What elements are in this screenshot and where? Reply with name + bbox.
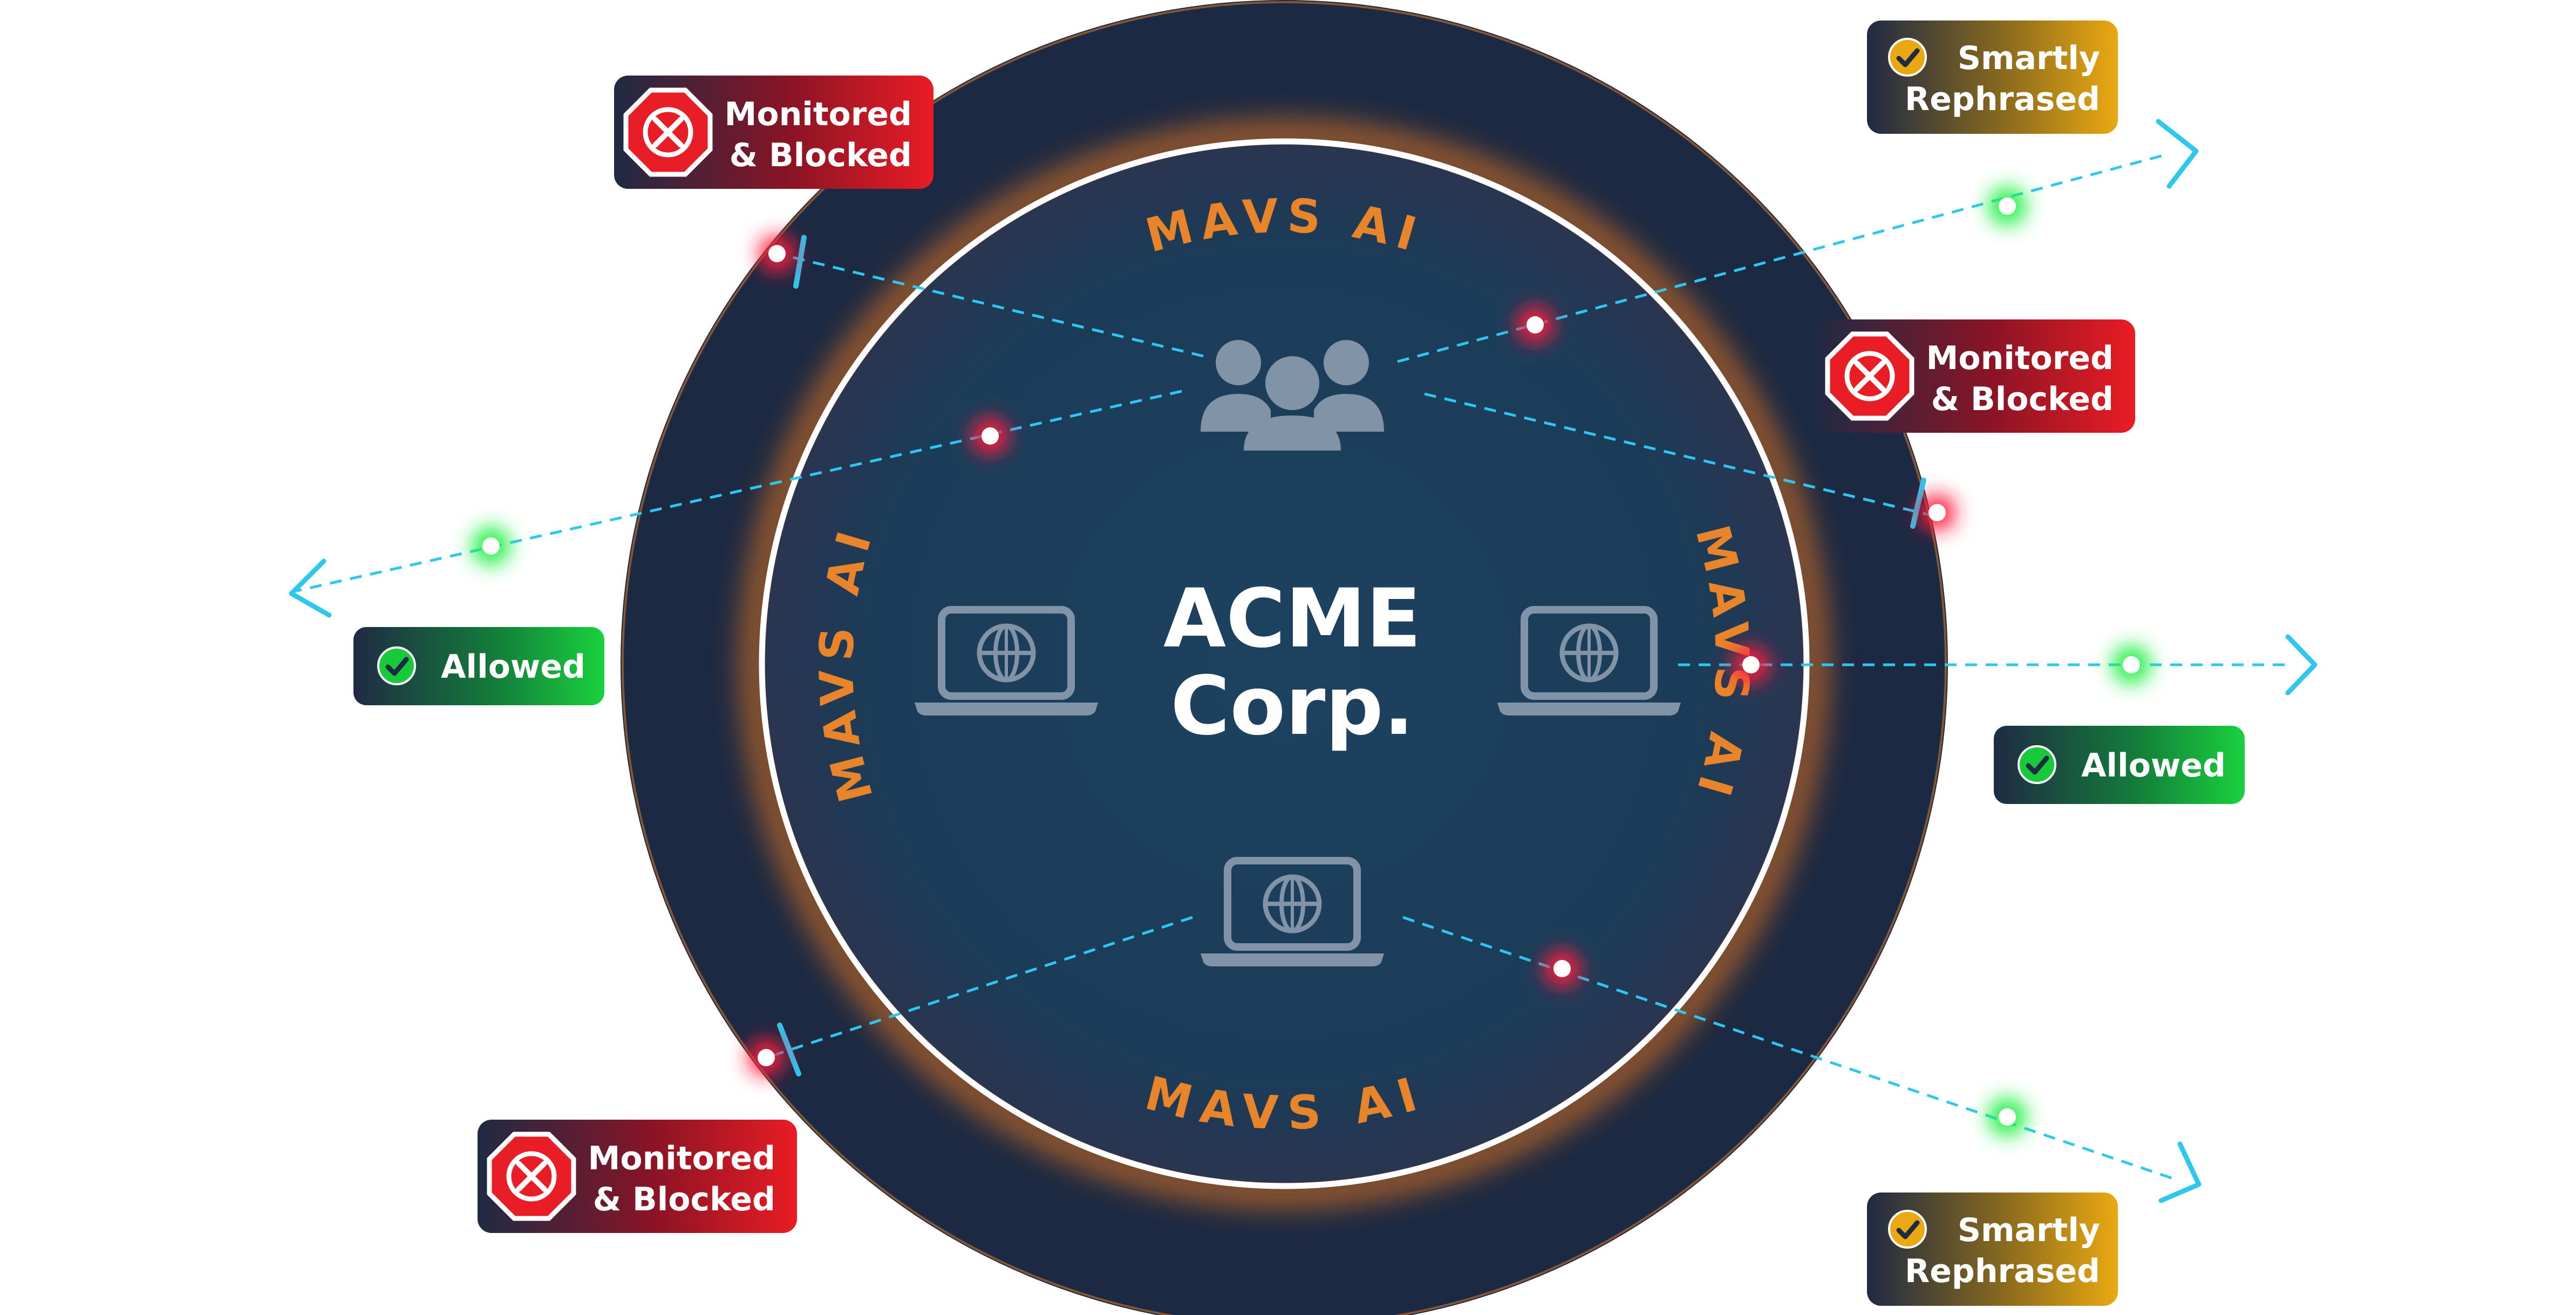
check-circle-icon xyxy=(1888,38,1927,77)
arrow-heads xyxy=(289,119,2318,1203)
flow-line-top-left xyxy=(776,252,1204,358)
check-circle-icon xyxy=(377,646,416,685)
flow-dots xyxy=(472,187,2151,1136)
badge-label-line1: Monitored xyxy=(588,1140,775,1177)
laptop-globe-icon xyxy=(1201,857,1384,966)
laptop-globe-icon xyxy=(1497,606,1681,716)
arrow-head-top-right-icon xyxy=(2156,119,2199,189)
red-dot-left-inner xyxy=(972,418,1008,454)
badge-rephrased-top-right: Smartly Rephrased xyxy=(1867,21,2118,134)
stop-x-icon xyxy=(623,87,713,177)
check-circle-icon xyxy=(2018,745,2056,784)
badge-label-line1: Smartly xyxy=(1958,39,2100,77)
green-dot-right xyxy=(2112,645,2151,684)
arrow-head-right-icon xyxy=(2285,634,2318,696)
red-dot-right-inner xyxy=(1733,646,1769,683)
arrow-head-left-icon xyxy=(289,558,332,618)
flow-line-bottom-right-out xyxy=(1402,916,2175,1181)
check-circle-icon xyxy=(1888,1210,1927,1249)
blocker-tick-top-left xyxy=(793,235,807,289)
center-title-line2: Corp. xyxy=(1170,659,1414,753)
red-dot-bottom-right xyxy=(1544,950,1580,987)
red-dot-top-left xyxy=(759,235,795,272)
badge-label-line2: & Blocked xyxy=(593,1181,775,1218)
green-dot-top-right xyxy=(1988,187,2027,226)
badge-label-line1: Monitored xyxy=(725,96,912,133)
badge-blocked-right: Monitored & Blocked xyxy=(1816,319,2135,433)
red-dot-right-edge xyxy=(1919,494,1955,531)
laptop-globe-icon xyxy=(915,606,1098,716)
blocker-tick-right xyxy=(1910,478,1926,529)
arrow-head-bottom-right-icon xyxy=(2158,1141,2202,1203)
blocker-tick-bottom-left xyxy=(777,1023,801,1076)
badge-allowed-left: Allowed xyxy=(353,627,604,705)
red-dot-top-inner xyxy=(1517,306,1553,343)
green-dot-left xyxy=(472,527,510,565)
badge-label-line1: Smartly xyxy=(1958,1211,2100,1249)
badge-label-line2: Rephrased xyxy=(1905,80,2100,118)
badge-label: Allowed xyxy=(441,648,585,686)
green-dot-bottom-right xyxy=(1988,1098,2027,1136)
flow-line-left-out xyxy=(296,390,1182,592)
badge-rephrased-bottom-right: Smartly Rephrased xyxy=(1867,1193,2118,1306)
center-title-line1: ACME xyxy=(1163,572,1421,666)
flow-line-bottom-left xyxy=(766,916,1193,1059)
badge-label: Allowed xyxy=(2081,747,2226,785)
badge-label-line2: & Blocked xyxy=(1931,380,2114,418)
badge-label-line1: Monitored xyxy=(1926,339,2114,377)
badge-blocked-top-left: Monitored & Blocked xyxy=(614,76,933,189)
badge-blocked-bottom-left: Monitored & Blocked xyxy=(478,1120,797,1233)
flow-line-right-blocked xyxy=(1424,392,1932,517)
blocker-ticks xyxy=(777,235,1926,1076)
stop-x-icon xyxy=(487,1132,576,1221)
stop-x-icon xyxy=(1825,331,1914,421)
users-group-icon xyxy=(1201,340,1384,451)
red-dot-bottom-left xyxy=(748,1039,785,1076)
badge-label-line2: & Blocked xyxy=(730,137,912,174)
badge-label-line2: Rephrased xyxy=(1905,1252,2100,1290)
badge-allowed-right: Allowed xyxy=(1994,726,2245,804)
inner-disc xyxy=(765,145,1803,1183)
